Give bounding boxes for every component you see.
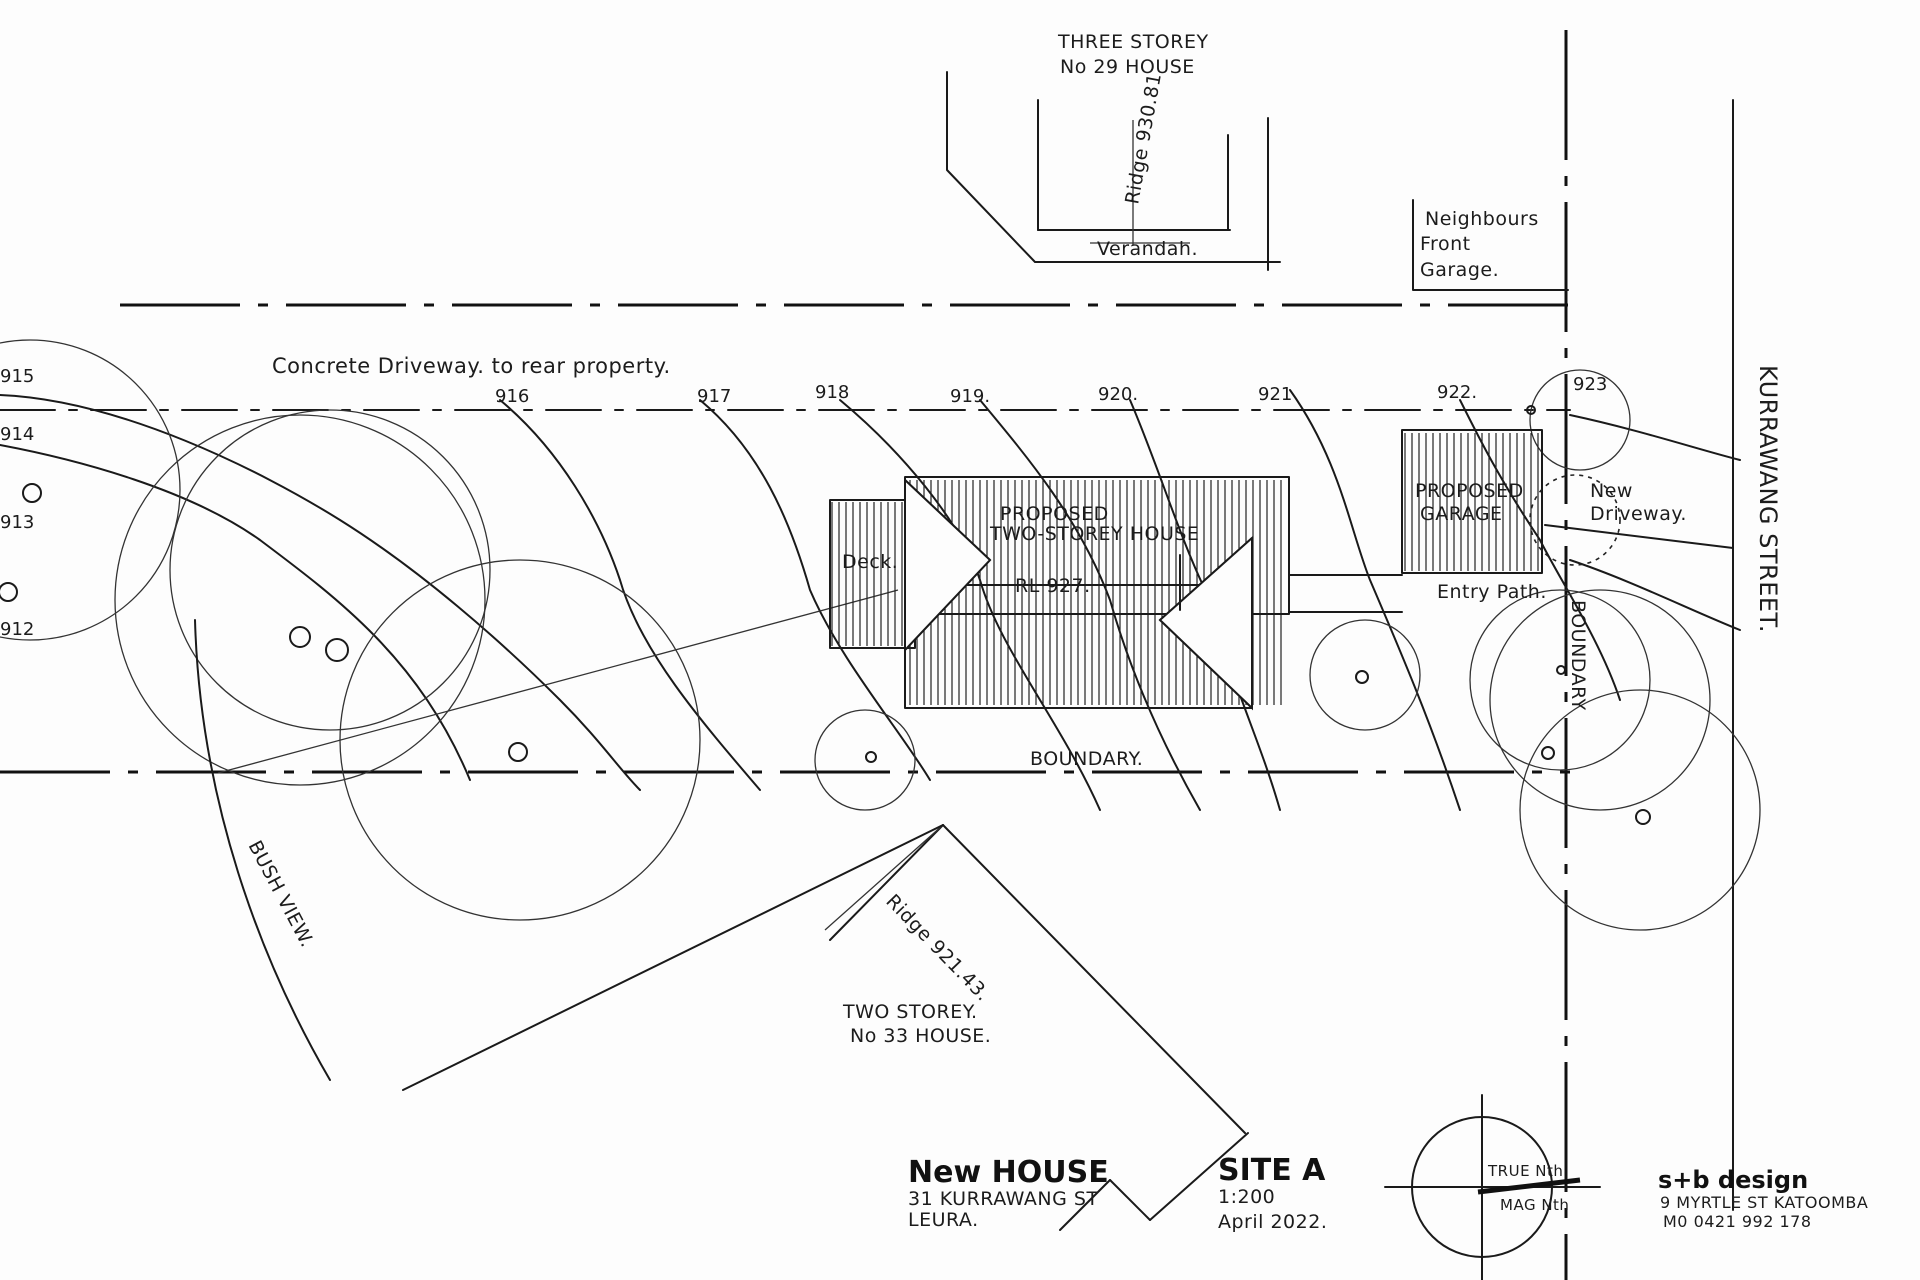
neighbour-garage-line2: Front [1420, 233, 1471, 255]
entry-path-label: Entry Path. [1437, 581, 1547, 603]
contour-918: 918 [815, 382, 849, 403]
deck-label: Deck. [842, 551, 898, 573]
boundary-vertical-label: BOUNDARY [1567, 600, 1589, 711]
bush-view-label: BUSH VIEW. [244, 837, 319, 951]
neighbour-north-house: THREE STOREY No 29 HOUSE Ridge 930.81 Ve… [946, 31, 1281, 271]
house-rl: RL 927. [1015, 575, 1091, 597]
street-label: KURRAWANG STREET. [1754, 365, 1782, 633]
neighbour-north-number: No 29 HOUSE [1060, 56, 1195, 78]
neighbour-garage: Neighbours Front Garage. [1412, 199, 1569, 291]
garage-label-line2: GARAGE [1420, 503, 1503, 525]
designer-mobile: M0 0421 992 178 [1663, 1212, 1812, 1231]
property-boundaries [0, 30, 1734, 1280]
garage-hatch [1404, 433, 1539, 571]
contour-922: 922. [1437, 382, 1477, 403]
house-label-line1: PROPOSED [1000, 503, 1109, 525]
project-title: New HOUSE [908, 1155, 1109, 1190]
contour-920: 920. [1098, 384, 1138, 405]
boundary-label: BOUNDARY. [1030, 748, 1143, 770]
new-driveway-line1: New [1590, 480, 1633, 502]
neighbour-garage-line3: Garage. [1420, 259, 1499, 281]
house-label-line2: TWO-STOREY HOUSE [989, 523, 1199, 545]
date-label: April 2022. [1218, 1211, 1327, 1233]
neighbour-south-title: TWO STOREY. [842, 1001, 978, 1023]
scale-label: 1:200 [1218, 1186, 1275, 1208]
project-address-2: LEURA. [908, 1209, 979, 1231]
neighbour-south-number: No 33 HOUSE. [850, 1025, 991, 1047]
bush-view: BUSH VIEW. [194, 589, 899, 1081]
designer-name: s+b design [1658, 1166, 1808, 1194]
project-address-1: 31 KURRAWANG ST [908, 1188, 1099, 1210]
neighbour-north-title: THREE STOREY [1057, 31, 1209, 53]
north-arrow: TRUE Nth MAG Nth [1384, 1094, 1601, 1280]
proposed-garage: PROPOSED GARAGE Entry Path. New Driveway… [1289, 429, 1734, 613]
designer-address: 9 MYRTLE ST KATOOMBA [1660, 1193, 1868, 1212]
neighbour-south-ridge: Ridge 921.43. [881, 890, 994, 1006]
neighbour-garage-line1: Neighbours [1425, 208, 1539, 230]
title-block: New HOUSE 31 KURRAWANG ST LEURA. SITE A … [908, 1153, 1327, 1233]
driveway-note: Concrete Driveway. to rear property. [272, 354, 671, 378]
site-title: SITE A [1218, 1153, 1326, 1188]
contour-919: 919. [950, 386, 990, 407]
contour-914: 914 [0, 424, 34, 445]
contour-913: 913 [0, 512, 34, 533]
contour-lines: 915 914 913 912 916 917 918 919. 920. 92… [0, 366, 1741, 811]
proposed-house: PROPOSED TWO-STOREY HOUSE RL 927. Deck. [829, 476, 1290, 711]
contour-923: 923 [1573, 374, 1607, 395]
contour-912: 912 [0, 619, 34, 640]
contour-921: 921 [1258, 384, 1292, 405]
true-north-label: TRUE Nth [1487, 1162, 1563, 1180]
mag-north-label: MAG Nth [1500, 1196, 1569, 1214]
designer-block: s+b design 9 MYRTLE ST KATOOMBA M0 0421 … [1658, 1166, 1868, 1231]
contour-915: 915 [0, 366, 34, 387]
contour-916: 916 [495, 386, 529, 407]
neighbour-north-verandah: Verandah. [1097, 238, 1198, 260]
garage-label-line1: PROPOSED [1415, 480, 1524, 502]
contour-917: 917 [697, 386, 731, 407]
neighbour-north-ridge: Ridge 930.81 [1121, 71, 1166, 206]
new-driveway-line2: Driveway. [1590, 503, 1687, 525]
neighbour-south-house: Ridge 921.43. TWO STOREY. No 33 HOUSE. [402, 824, 1249, 1231]
deck-hatch [831, 502, 910, 646]
